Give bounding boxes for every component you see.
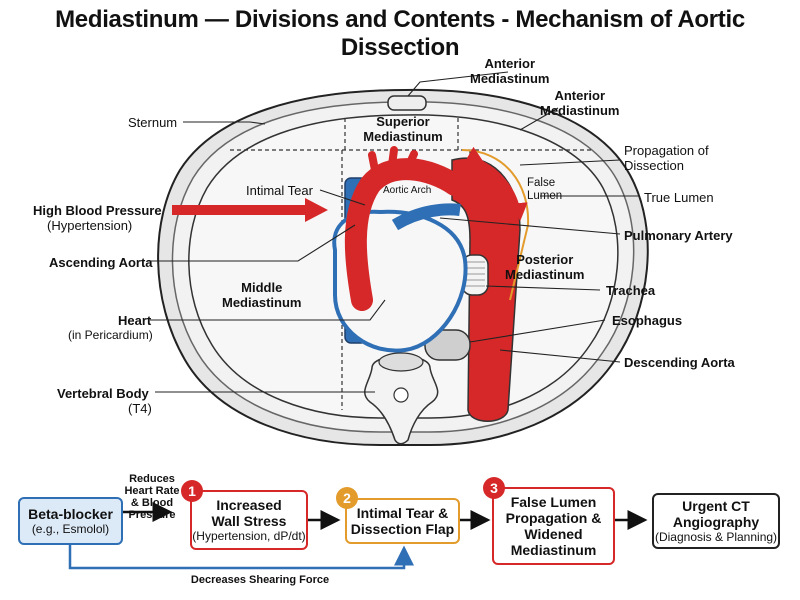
label-esophagus: Esophagus [612,313,683,328]
beta-blocker-sub: (e.g., Esmolol) [31,522,110,536]
step4-sub: (Diagnosis & Planning) [654,530,778,544]
step3-number: 3 [483,477,505,499]
sternum [387,95,427,111]
esophagus-shape [424,329,471,361]
label-superior-mediastinum: Superior Mediastinum [363,114,443,144]
label-high-bp-sub: (Hypertension) [47,218,133,233]
label-high-bp: High Blood Pressure [33,203,162,218]
label-trachea: Trachea [606,283,656,298]
label-heart-sub: (in Pericardium) [68,328,153,342]
spinal-canal [393,387,409,403]
label-heart: Heart [118,313,152,328]
reduces-label: Reduces Heart Rate & Blood Pressure [124,473,180,521]
label-propagation: Propagation of Dissection [624,143,709,173]
step4-title: Urgent CT Angiography [672,498,760,530]
step1-number: 1 [181,480,203,502]
beta-blocker-title: Beta-blocker [28,506,113,522]
label-vertebral-body: Vertebral Body [57,386,149,401]
label-middle-mediastinum: Middle Mediastinum [222,280,302,310]
label-ascending-aorta: Ascending Aorta [49,255,153,270]
label-false-lumen: False Lumen [527,177,563,202]
step2-box: Intimal Tear & Dissection Flap [345,498,460,544]
label-vertebral-sub: (T4) [128,401,152,416]
beta-blocker-box: Beta-blocker (e.g., Esmolol) [18,497,123,545]
decreases-label: Decreases Shearing Force [190,574,330,586]
beta-feedback-arrow [68,545,414,570]
arch-branches [368,146,418,174]
step3-title: False Lumen Propagation & Widened Medias… [505,494,602,558]
label-posterior-mediastinum: Posterior Mediastinum [505,252,585,282]
step1-box: Increased Wall Stress (Hypertension, dP/… [190,490,308,550]
step1-sub: (Hypertension, dP/dt) [192,529,306,543]
propagation-arrow [464,146,528,221]
pulmonary-artery-shape [391,203,461,231]
label-anterior-top: Anterior Mediastinum [470,56,550,86]
vertebra-body [378,352,424,372]
aortic-arch-shape [344,158,466,311]
label-pulmonary-artery: Pulmonary Artery [624,228,733,243]
step4-box: Urgent CT Angiography (Diagnosis & Plann… [652,493,780,549]
page-title: Mediastinum — Divisions and Contents - M… [55,6,745,61]
label-anterior-right: Anterior Mediastinum [540,88,620,118]
label-true-lumen: True Lumen [644,190,714,205]
step2-title: Intimal Tear & Dissection Flap [350,505,455,537]
step3-box: False Lumen Propagation & Widened Medias… [492,487,615,565]
step2-number: 2 [336,487,358,509]
step1-title: Increased Wall Stress [211,497,287,529]
label-intimal-tear: Intimal Tear [246,183,313,198]
label-aortic-arch: Aortic Arch [383,185,432,196]
label-sternum: Sternum [128,115,178,130]
label-descending-aorta: Descending Aorta [624,355,735,370]
